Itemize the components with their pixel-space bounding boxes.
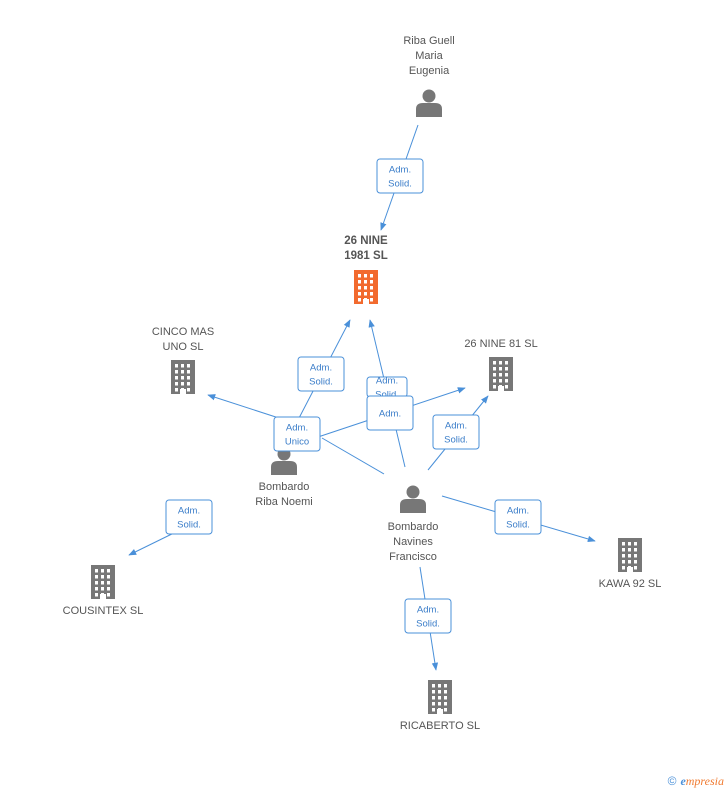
edge-label-box: [432, 414, 480, 450]
edge-line: [321, 437, 385, 475]
edge-label-text: Adm.: [389, 165, 411, 176]
node-label: Navines: [393, 536, 433, 548]
node-label: COUSINTEX SL: [63, 605, 144, 617]
node-label: Bombardo: [259, 481, 310, 493]
node-cousintex[interactable]: COUSINTEX SL: [63, 565, 144, 617]
person-icon: [400, 485, 426, 513]
node-label: Riba Guell: [403, 35, 454, 47]
edges-layer: [128, 124, 596, 671]
node-label: Francisco: [389, 551, 437, 563]
node-nine1981[interactable]: 26 NINE 1981 SL: [344, 235, 388, 304]
node-label: Riba Noemi: [255, 496, 312, 508]
brand-footer[interactable]: ©empresia: [668, 774, 724, 789]
node-cinco[interactable]: CINCO MAS UNO SL: [152, 326, 214, 394]
person-icon: [416, 89, 442, 117]
node-label: KAWA 92 SL: [599, 578, 662, 590]
edge-label-box: [273, 416, 321, 452]
node-kawa[interactable]: KAWA 92 SL: [599, 538, 662, 590]
edge-label-text: Adm.: [445, 421, 467, 432]
edge-label-text: Solid.: [506, 520, 530, 531]
copyright-icon: ©: [667, 774, 677, 788]
edge-label-text: Adm.: [286, 423, 308, 434]
node-label: 26 NINE: [344, 235, 388, 247]
edge-label-text: Adm.: [178, 506, 200, 517]
building-icon: [428, 680, 452, 714]
edge-label-box: [494, 499, 542, 535]
edge-label-text: Unico: [285, 437, 309, 448]
building-icon: [618, 538, 642, 572]
edge-label[interactable]: Adm. Solid.: [404, 598, 452, 634]
edge-label[interactable]: Adm. Solid.: [297, 356, 345, 392]
node-label: 1981 SL: [344, 250, 387, 262]
edge-label-text: Solid.: [309, 377, 333, 388]
edge-label-box: [376, 158, 424, 194]
edge-label[interactable]: Adm. Solid.: [165, 499, 213, 535]
brand-name: mpresia: [685, 774, 724, 788]
node-label: Eugenia: [409, 65, 450, 77]
node-label: RICABERTO SL: [400, 720, 480, 732]
edge-label[interactable]: Adm. Solid.: [494, 499, 542, 535]
node-label: UNO SL: [163, 341, 204, 353]
edge-label-text: Solid.: [388, 179, 412, 190]
edge-label-box: [297, 356, 345, 392]
node-label: 26 NINE 81 SL: [464, 338, 537, 350]
edge-label-box: [366, 395, 414, 431]
edge-label[interactable]: Adm. Unico: [273, 416, 321, 452]
node-label: CINCO MAS: [152, 326, 214, 338]
building-icon: [354, 270, 378, 304]
brand-initial: e: [680, 774, 686, 788]
edge-label-text: Adm.: [379, 409, 401, 420]
edge-label[interactable]: Adm. Solid.: [432, 414, 480, 450]
edge-label-text: Adm.: [376, 376, 398, 387]
edge-label-text: Adm.: [310, 363, 332, 374]
person-icon: [271, 447, 297, 475]
building-icon: [171, 360, 195, 394]
edge-label-text: Solid.: [375, 390, 399, 401]
edge-label-box: [404, 598, 452, 634]
node-label: Maria: [415, 50, 443, 62]
edge-label[interactable]: Adm. Solid.: [366, 376, 408, 401]
edge-labels-layer: Adm.Solid.Adm.Solid.Adm.UnicoAdm.Solid.A…: [165, 158, 542, 634]
edge-label-text: Solid.: [416, 619, 440, 630]
edge-arrow: [207, 394, 286, 421]
node-ricaberto[interactable]: RICABERTO SL: [400, 680, 480, 732]
edge-label-text: Adm.: [507, 506, 529, 517]
edge-label-box: [165, 499, 213, 535]
edge-label-text: Solid.: [444, 435, 468, 446]
edge-label[interactable]: Adm.: [366, 395, 414, 431]
building-icon: [489, 357, 513, 391]
edge-label-text: Adm.: [417, 605, 439, 616]
building-icon: [91, 565, 115, 599]
node-label: Bombardo: [388, 521, 439, 533]
edge-label[interactable]: Adm. Solid.: [376, 158, 424, 194]
node-nine81[interactable]: 26 NINE 81 SL: [464, 338, 538, 391]
edge-label-text: Solid.: [177, 520, 201, 531]
